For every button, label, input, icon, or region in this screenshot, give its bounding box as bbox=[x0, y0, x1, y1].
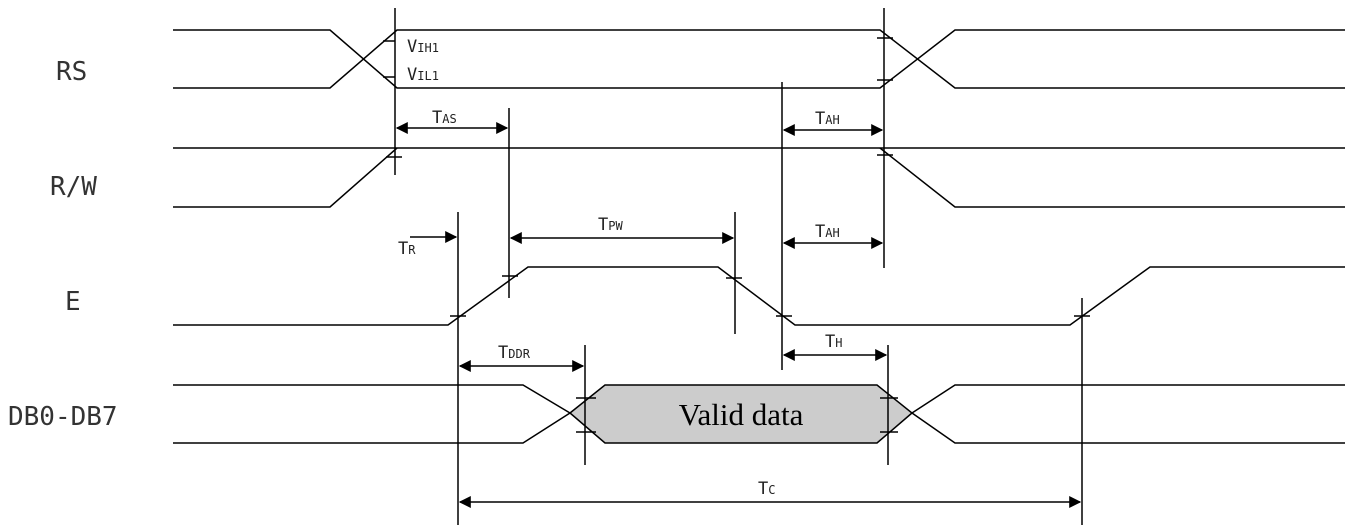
vil1-label: VIL1 bbox=[407, 65, 439, 85]
tas-label: TAS bbox=[432, 108, 457, 128]
rs-waveform bbox=[173, 29, 1345, 89]
tah2-label: TAH bbox=[815, 222, 840, 242]
reference-lines bbox=[394, 8, 1083, 525]
db-waveform: Valid data bbox=[173, 384, 1345, 444]
th-label: TH bbox=[825, 332, 842, 352]
rw-waveform bbox=[173, 147, 1345, 208]
vih1-label: VIH1 bbox=[407, 37, 439, 57]
tr-label: TR bbox=[398, 239, 416, 259]
tpw-label: TPW bbox=[598, 215, 623, 235]
rs-signal-label: RS bbox=[56, 57, 87, 87]
e-waveform bbox=[173, 266, 1345, 326]
tddr-label: TDDR bbox=[498, 343, 531, 363]
valid-data-label: Valid data bbox=[679, 397, 804, 432]
tah1-label: TAH bbox=[815, 109, 840, 129]
rw-signal-label: R/W bbox=[50, 172, 97, 202]
tc-label: TC bbox=[758, 479, 775, 499]
e-signal-label: E bbox=[65, 287, 81, 317]
db-signal-label: DB0-DB7 bbox=[8, 402, 118, 432]
